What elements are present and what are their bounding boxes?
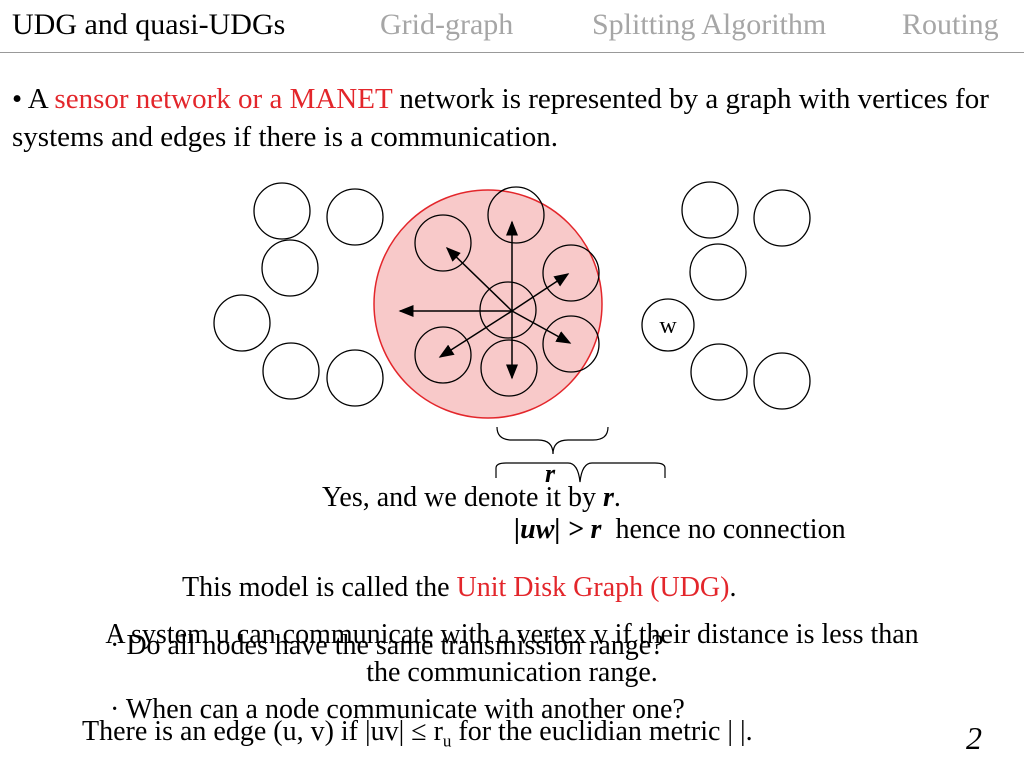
denote-prefix: Yes, and we denote it by (322, 482, 604, 513)
denote-suffix: . (613, 482, 621, 513)
range-label: r (545, 459, 556, 488)
arrow-down-right (511, 310, 572, 344)
bullet-prefix: • A (12, 83, 55, 115)
node (753, 352, 811, 410)
comm-rule-line1: A system u can communicate with a vertex… (105, 619, 919, 650)
node-w (641, 298, 695, 352)
edge-rule-prefix: There is an edge (u, v) if |uv| ≤ r (82, 716, 443, 747)
node (326, 188, 384, 246)
node (487, 186, 545, 244)
bullet-highlight: sensor network or a MANET (54, 83, 393, 115)
inner-nodes (414, 186, 600, 397)
model-text: This model is called the Unit Disk Graph… (182, 572, 736, 604)
transmission-range-disk (373, 189, 603, 419)
nav-item-routing[interactable]: Routing (902, 8, 999, 41)
outer-right-nodes (641, 181, 811, 410)
node (542, 315, 600, 373)
range-brace (496, 426, 609, 455)
nav-item-grid-graph[interactable]: Grid-graph (380, 8, 514, 41)
uw-relation: |uw| > r (514, 514, 602, 545)
edge-rule-subscript: u (442, 731, 452, 751)
model-highlight: Unit Disk Graph (UDG) (456, 572, 730, 603)
page-number: 2 (966, 720, 982, 756)
edge-rule: There is an edge (u, v) if |uv| ≤ ru for… (82, 716, 753, 752)
outer-left-nodes (213, 182, 384, 407)
intro-bullet: • A sensor network or a MANET network is… (12, 80, 1012, 156)
node (690, 343, 748, 401)
question-when-communicate: · When can a node communicate with anoth… (110, 694, 685, 725)
edge-rule-suffix: for the euclidian metric | |. (451, 716, 753, 747)
node-w-label: w (659, 313, 677, 339)
section-nav: UDG and quasi-UDGs Grid-graph Splitting … (0, 0, 1024, 53)
nav-item-splitting-algorithm[interactable]: Splitting Algorithm (592, 8, 827, 41)
node (253, 182, 311, 240)
bullet-rest: network is represented by a graph with v… (12, 83, 989, 153)
range-arrows (398, 220, 572, 380)
node (414, 326, 472, 384)
distance-brace (495, 462, 666, 483)
node (681, 181, 739, 239)
comm-rule-line2: the communication range. (366, 657, 658, 688)
arrow-up-left (445, 246, 513, 312)
node (261, 239, 319, 297)
no-connection-text: |uw| > r hence no connection (514, 514, 846, 546)
node (689, 243, 747, 301)
nav-item-udg[interactable]: UDG and quasi-UDGs (12, 8, 286, 41)
arrow-down-left (438, 310, 513, 358)
denote-text: Yes, and we denote it by r. (322, 482, 621, 514)
node (480, 339, 538, 397)
node (753, 189, 811, 247)
model-prefix: This model is called the (182, 572, 457, 603)
arrow-up-right (511, 273, 570, 312)
node (326, 349, 384, 407)
node (414, 214, 472, 272)
node (479, 281, 537, 339)
node (262, 342, 320, 400)
node (213, 294, 271, 352)
node (542, 244, 600, 302)
question-same-range: · Do all nodes have the same transmissio… (110, 630, 664, 661)
model-suffix: . (729, 572, 737, 603)
no-connection-label: hence no connection (615, 514, 846, 545)
denote-var: r (603, 482, 614, 513)
